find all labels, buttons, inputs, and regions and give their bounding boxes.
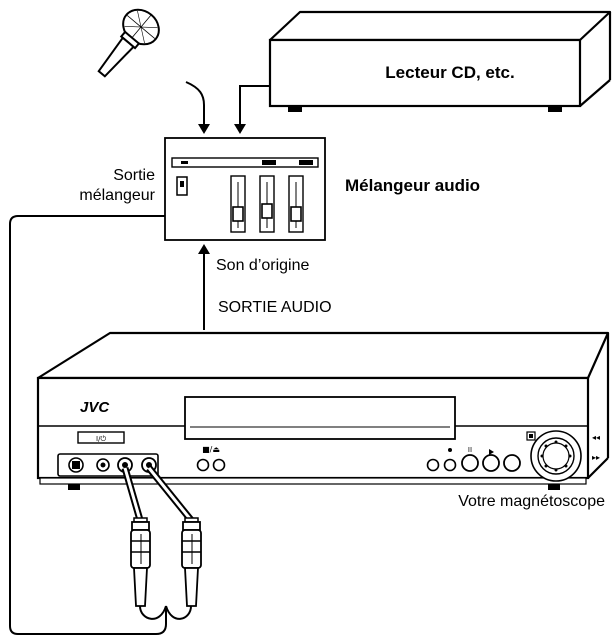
svg-text:■/⏏: ■/⏏ xyxy=(202,445,220,454)
mixer-output-label-line1: Sortie xyxy=(113,167,155,184)
vcr-icon: I/⏻ ■/⏏ II xyxy=(36,331,610,490)
audio-out-label: SORTIE AUDIO xyxy=(218,299,332,316)
mixer-output-label-line2: mélangeur xyxy=(79,187,155,204)
original-sound-label: Son d’origine xyxy=(216,257,310,274)
svg-text:I/⏻: I/⏻ xyxy=(96,435,106,443)
mixer-label: Mélangeur audio xyxy=(345,176,480,195)
svg-text:▸▸: ▸▸ xyxy=(592,453,600,462)
cd-player-icon xyxy=(268,10,612,112)
microphone-icon xyxy=(97,8,160,78)
svg-text:II: II xyxy=(468,446,472,454)
cd-player-label: Lecteur CD, etc. xyxy=(385,63,514,82)
vcr-label: Votre magnétoscope xyxy=(458,493,605,510)
vcr-brand-label: JVC xyxy=(80,399,110,416)
audio-mixer-icon xyxy=(164,137,326,241)
rca-plug-icon xyxy=(121,465,202,620)
mixer-output-cable xyxy=(9,215,167,635)
svg-text:◂◂: ◂◂ xyxy=(592,433,600,442)
